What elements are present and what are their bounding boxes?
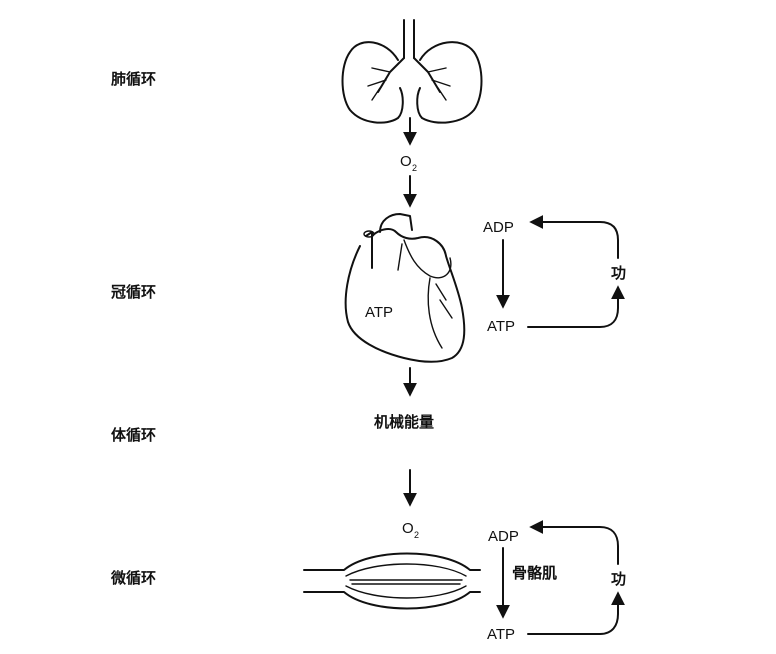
label-o2-bottom: O <box>402 520 414 537</box>
label-skeletal-muscle: 骨骼肌 <box>512 564 557 582</box>
skeletal-muscle-illustration <box>303 552 481 610</box>
cycle-top-line-muscle <box>529 520 619 565</box>
label-heart-work: 功 <box>611 264 626 282</box>
label-muscle-atp: ATP <box>487 626 515 643</box>
label-coronary-circulation: 冠循环 <box>111 283 156 301</box>
label-pulmonary-circulation: 肺循环 <box>111 70 156 88</box>
heart-illustration <box>344 213 466 363</box>
label-muscle-work: 功 <box>611 570 626 588</box>
label-heart-atp-cycle: ATP <box>487 318 515 335</box>
heart-energy-cycle: ADP ATP 功 <box>483 215 626 335</box>
cycle-bottom-line-heart <box>527 289 619 328</box>
label-mechanical-energy: 机械能量 <box>374 413 434 431</box>
label-o2-bottom-subscript: 2 <box>414 530 419 540</box>
label-heart-atp: ATP <box>365 304 393 321</box>
label-muscle-adp: ADP <box>488 528 519 545</box>
muscle-energy-cycle: ADP 骨骼肌 ATP 功 <box>487 520 626 643</box>
label-heart-adp: ADP <box>483 219 514 236</box>
label-o2-top-subscript: 2 <box>412 163 417 173</box>
label-systemic-circulation: 体循环 <box>111 426 156 444</box>
cycle-top-line-heart <box>529 215 619 259</box>
label-o2-top: O <box>400 153 412 170</box>
lungs-illustration <box>341 19 483 124</box>
label-micro-circulation: 微循环 <box>110 569 156 587</box>
cycle-bottom-line-muscle <box>527 595 619 635</box>
